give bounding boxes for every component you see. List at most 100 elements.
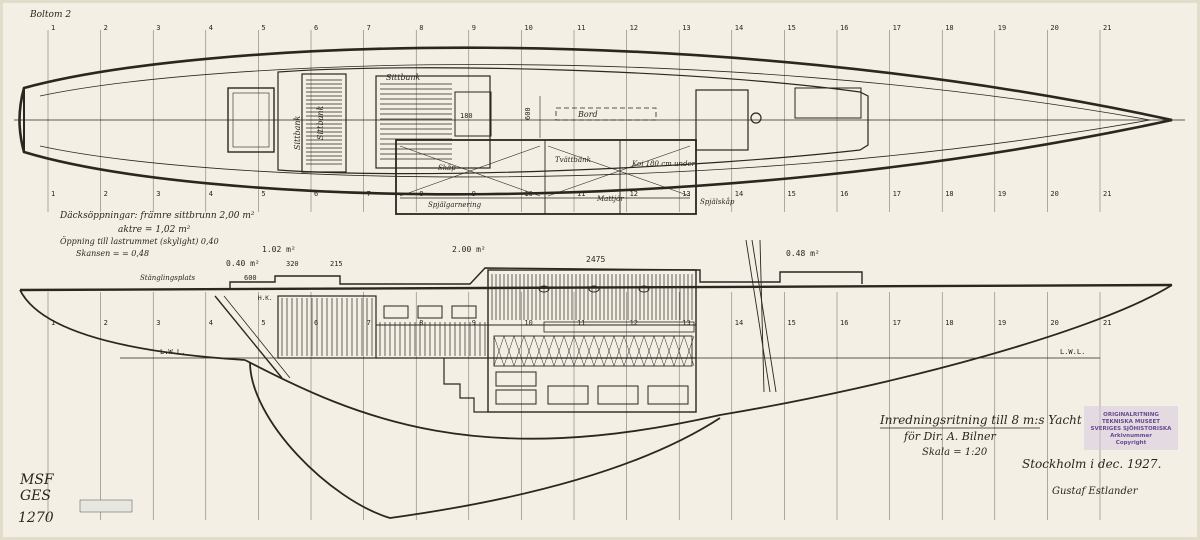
plan-station-number-lower: 15: [787, 190, 795, 198]
profile-station-number: 5: [261, 319, 265, 327]
profile-mast-2: [751, 239, 777, 393]
profile-dim-200: 2.00 m²: [452, 245, 486, 254]
trellis-line: [543, 335, 555, 367]
trellis-line: [623, 335, 635, 367]
plan-station-number-lower: 13: [682, 190, 690, 198]
profile-keel: [249, 361, 721, 519]
profile-station-number: 13: [682, 319, 690, 327]
plan-saloon: [395, 139, 697, 215]
title-block: Inredningsritning till 8 m:s Yacht för D…: [879, 413, 1161, 497]
plan-label-kojplats: Koj 180 cm under: [631, 160, 696, 168]
note-line-4: Skansen = = 0,48: [76, 249, 149, 258]
trellis-line: [633, 335, 645, 367]
plan-view: [14, 46, 1185, 215]
plan-label-skap: Skåp: [438, 163, 456, 172]
stamp-line-3: SVERIGES SJÖHISTORISKA: [1091, 425, 1173, 432]
plan-sole-hatch: [301, 73, 347, 173]
plan-hatching: [306, 79, 452, 165]
profile-locker-2: [417, 305, 443, 319]
plan-station-number-lower: 11: [577, 190, 585, 198]
plan-station-number: 7: [367, 24, 371, 32]
plan-aft-cockpit-inner: [232, 92, 270, 148]
trellis-line: [673, 335, 685, 367]
profile-keel-bow: [244, 284, 1173, 440]
profile-station-number: 15: [787, 319, 795, 327]
plan-mast-step: [750, 112, 762, 124]
profile-label-lwl-right: L.W.L.: [1060, 348, 1085, 356]
plan-station-number-lower: 21: [1103, 190, 1111, 198]
profile-label-lwl-left: L.W.L.: [160, 348, 185, 356]
trellis-line: [613, 335, 625, 367]
trellis-line: [643, 335, 655, 367]
plan-fwd-cabin: [695, 89, 749, 151]
plan-station-number-lower: 14: [735, 190, 743, 198]
profile-trellis-pattern: [493, 335, 695, 367]
plan-station-number-lower: 5: [261, 190, 265, 198]
plan-station-lines: 1122334455667788991010111112121313141415…: [47, 24, 1111, 212]
plan-station-number: 20: [1050, 24, 1058, 32]
plan-station-number: 9: [472, 24, 476, 32]
profile-station-number: 18: [945, 319, 953, 327]
profile-station-number: 3: [156, 319, 160, 327]
profile-locker-3: [451, 305, 477, 319]
plan-station-number-lower: 9: [472, 190, 476, 198]
profile-station-number: 21: [1103, 319, 1111, 327]
profile-station-number: 7: [367, 319, 371, 327]
profile-drawer-1: [495, 371, 537, 387]
plan-hull-outline: [18, 46, 1173, 196]
plan-station-number-lower: 20: [1050, 190, 1058, 198]
title-place-date: Stockholm i dec. 1927.: [1022, 457, 1161, 471]
plan-cross-1b: [399, 145, 541, 197]
title-scale: Skala = 1:20: [922, 447, 988, 458]
title-signature: Gustaf Estlander: [1052, 486, 1139, 497]
profile-trellis: [493, 335, 693, 367]
title-owner: för Dir. A. Bilner: [903, 430, 996, 443]
archive-marks: MSF GES 1270: [18, 472, 133, 526]
plan-station-number-lower: 17: [893, 190, 901, 198]
plan-station-number-lower: 8: [419, 190, 423, 198]
profile-station-number: 20: [1050, 319, 1058, 327]
plan-station-number-lower: 10: [524, 190, 532, 198]
archive-number: 1270: [18, 510, 54, 526]
plan-station-number-lower: 2: [104, 190, 108, 198]
plan-station-number: 5: [261, 24, 265, 32]
profile-label-hk: H.K.: [258, 295, 272, 302]
profile-dim-320: 320: [286, 260, 299, 268]
profile-label-stanglingspl: Stänglingsplats: [140, 274, 196, 282]
trellis-line: [583, 335, 595, 367]
profile-drawer-5: [647, 385, 689, 405]
corner-note: Boltom 2: [29, 10, 71, 20]
plan-inner-line: [39, 64, 1151, 178]
plan-station-number: 17: [893, 24, 901, 32]
note-line-2: aktre = 1,02 m²: [118, 225, 191, 235]
stamp-box: [1084, 406, 1178, 450]
archive-line-1: MSF: [19, 472, 55, 488]
profile-station-number: 9: [472, 319, 476, 327]
plan-station-number: 18: [945, 24, 953, 32]
plan-table: [454, 91, 492, 137]
profile-drawer-2: [495, 389, 537, 405]
profile-station-number: 6: [314, 319, 318, 327]
profile-locker-1: [383, 305, 409, 319]
profile-dim-2475: 2475: [586, 255, 605, 264]
profile-station-number: 4: [209, 319, 213, 327]
stamp-line-5: Copyright: [1116, 440, 1147, 446]
profile-dim-102: 1.02 m²: [262, 245, 296, 254]
plan-station-number-lower: 6: [314, 190, 318, 198]
profile-station-number: 8: [419, 319, 423, 327]
plan-station-number-lower: 18: [945, 190, 953, 198]
note-line-1: Däcksöppningar: främre sittbrunn 2,00 m²: [59, 211, 255, 221]
profile-dim-040: 0.40 m²: [226, 259, 260, 268]
trellis-line: [523, 335, 535, 367]
plan-label-spjalgarnering: Spjälgarnering: [428, 201, 482, 209]
plan-station-number-lower: 16: [840, 190, 848, 198]
note-line-3: Öppning till lastrummet (skylight) 0,40: [60, 237, 219, 246]
trellis-line: [553, 335, 565, 367]
plan-station-number: 15: [787, 24, 795, 32]
plan-label-sittbank-top: Sittbank: [386, 73, 421, 82]
trellis-line: [653, 335, 665, 367]
plan-station-number: 21: [1103, 24, 1111, 32]
stamp-line-1: ORIGINALRITNING: [1103, 412, 1159, 418]
profile-drawer-4: [597, 385, 639, 405]
